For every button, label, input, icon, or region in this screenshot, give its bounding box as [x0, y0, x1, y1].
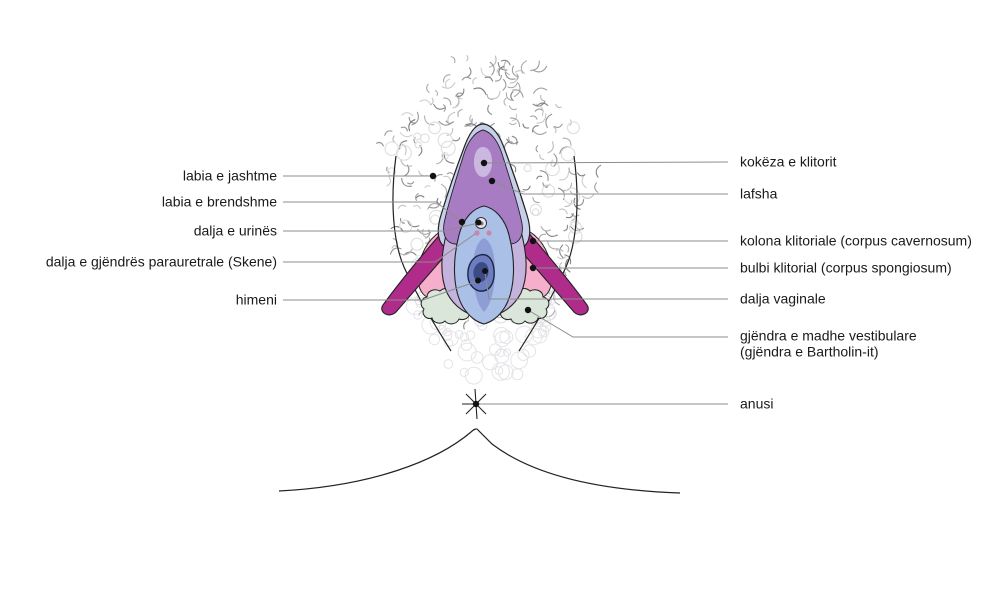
leader-dalja-vaginale: [484, 272, 728, 300]
dot-lafsha: [488, 177, 496, 185]
leader-labia-e-brendshme: [283, 201, 463, 223]
label-kokeza: kokëza e klitorit: [740, 153, 837, 170]
label-himeni: himeni: [235, 291, 277, 308]
label-dalja-e-gjendres: dalja e gjëndrës parauretrale (Skene): [45, 253, 277, 270]
gluteal-crease: [278, 428, 681, 494]
leader-gjendra: [527, 309, 728, 338]
label-dalja-vaginale: dalja vaginale: [740, 290, 826, 307]
label-gjendra-line2: (gjëndra e Bartholin-it): [740, 343, 879, 359]
dot-dalja-vaginale: [482, 268, 488, 274]
dot-anusi: [472, 400, 480, 408]
label-labia-e-jashtme: labia e jashtme: [182, 167, 277, 184]
dot-labia-e-jashtme: [429, 172, 437, 180]
dot-labia-e-brendshme: [458, 218, 466, 226]
leader-himeni: [283, 280, 479, 301]
label-lafsha: lafsha: [740, 185, 778, 202]
dot-bulbi: [529, 264, 537, 272]
skene-duct-right: [486, 230, 492, 236]
dot-himeni: [475, 277, 481, 284]
labia-majora-outline-right: [518, 155, 578, 352]
skene-duct-left: [474, 230, 480, 236]
label-dalja-e-urines: dalja e urinës: [193, 222, 277, 239]
label-gjendra-line1: gjëndra e madhe vestibulare: [740, 327, 917, 344]
dot-kolona: [529, 237, 537, 245]
leader-lafsha: [491, 180, 728, 195]
leader-lines: [283, 159, 729, 408]
leader-dalja-e-urines: [283, 222, 480, 232]
label-kolona: kolona klitoriale (corpus cavernosum): [740, 232, 972, 249]
vulva-central: [437, 123, 531, 325]
vaginal-opening-inner: [473, 262, 489, 282]
label-labia-e-brendshme: labia e brendshme: [161, 193, 277, 210]
leader-dalja-e-gjendres: [283, 233, 476, 263]
label-anusi: anusi: [740, 395, 774, 412]
dot-dalja-e-urines: [475, 219, 482, 226]
labia-majora-outline-left: [392, 155, 452, 352]
dot-kokeza: [480, 159, 488, 167]
dot-gjendra: [524, 306, 532, 314]
leader-kokeza: [483, 161, 729, 164]
label-bulbi: bulbi klitorial (corpus spongiosum): [740, 259, 952, 276]
label-gjendra: gjëndra e madhe vestibulare (gjëndra e B…: [740, 327, 917, 360]
